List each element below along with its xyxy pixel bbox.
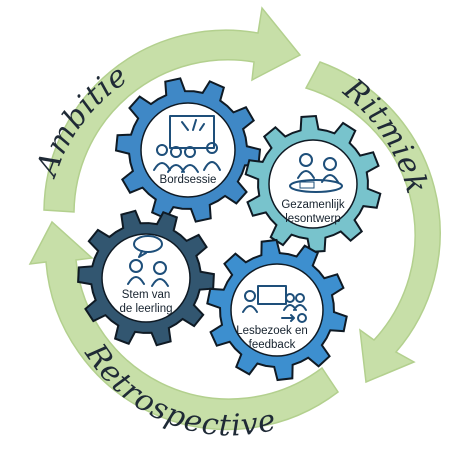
cycle-arrow-bottom [28,220,340,431]
gear-lesontwerp-label-line1: Gezamenlijk [281,199,345,211]
gear-lesbezoek-label-line1: Lesbezoek en [236,325,308,337]
gear-lesontwerp: Gezamenlijk lesontwerp [244,115,382,253]
shared-design-table-icon [289,153,343,193]
gear-lesontwerp-label-line2: lesontwerp [285,213,341,225]
student-voice-icon [127,235,169,287]
gear-lesbezoek-label-line2: feedback [249,339,296,351]
gear-leerling: Stem van de leerling [77,209,215,347]
gear-bordsessie-label: Bordsessie [160,174,217,186]
gear-lesbezoek: Lesbezoek en feedback [206,238,348,382]
whiteboard-session-icon [153,115,221,173]
gear-bordsessie: Bordsessie [114,77,262,223]
cycle-arrow-top [43,6,302,213]
gear-leerling-label-line2: de leerling [119,303,172,315]
gear-leerling-label-line1: Stem van [122,289,171,301]
cycle-ring [28,6,441,431]
cycle-arrow-right [304,61,441,384]
lesson-visit-icon [242,285,307,323]
